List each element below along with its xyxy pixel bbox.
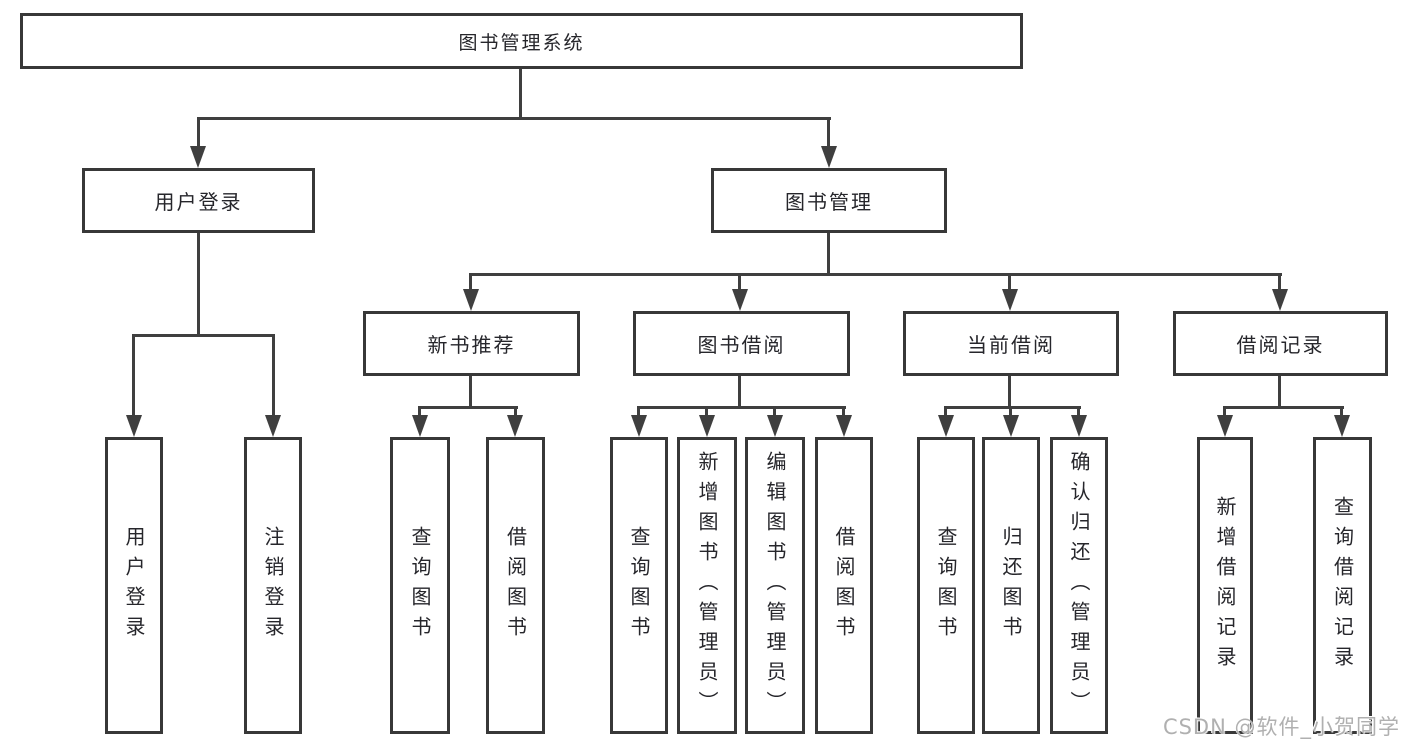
leaf-confirm-return-admin: 确认归还（管理员） xyxy=(1050,437,1108,734)
arrow-down-icon xyxy=(126,415,142,437)
leaf-user-login-label: 用户登录 xyxy=(122,525,146,646)
connector-line xyxy=(1009,406,1012,417)
connector-line xyxy=(1008,273,1011,291)
leaf-return-books-label: 归还图书 xyxy=(999,525,1023,646)
arrow-down-icon xyxy=(1002,289,1018,311)
connector-line xyxy=(197,232,200,336)
leaf-edit-books-admin: 编辑图书（管理员） xyxy=(745,437,805,734)
connector-line xyxy=(1278,273,1281,291)
leaf-query-books-3-label: 查询图书 xyxy=(934,525,958,646)
leaf-logout-label: 注销登录 xyxy=(261,525,285,646)
connector-line xyxy=(469,273,1282,276)
connector-line xyxy=(1223,406,1344,409)
leaf-user-login: 用户登录 xyxy=(105,437,163,734)
node-current-borrowing-label: 当前借阅 xyxy=(967,333,1055,357)
arrow-down-icon xyxy=(1217,415,1233,437)
connector-line xyxy=(944,406,947,417)
arrow-down-icon xyxy=(699,415,715,437)
connector-line xyxy=(272,334,275,417)
leaf-query-books-2: 查询图书 xyxy=(610,437,668,734)
leaf-add-borrow-record-label: 新增借阅记录 xyxy=(1213,495,1237,676)
leaf-add-borrow-record: 新增借阅记录 xyxy=(1197,437,1253,734)
arrow-down-icon xyxy=(412,415,428,437)
node-borrowing-records-label: 借阅记录 xyxy=(1236,333,1325,357)
connector-line xyxy=(469,273,472,291)
leaf-query-books-2-label: 查询图书 xyxy=(627,525,651,646)
leaf-logout: 注销登录 xyxy=(244,437,302,734)
arrow-down-icon xyxy=(507,415,523,437)
connector-line xyxy=(738,273,741,291)
node-current-borrowing: 当前借阅 xyxy=(903,311,1119,376)
connector-line xyxy=(418,406,421,417)
connector-line xyxy=(197,117,831,120)
arrow-down-icon xyxy=(938,415,954,437)
arrow-down-icon xyxy=(1071,415,1087,437)
connector-line xyxy=(469,376,472,408)
node-book-borrowing: 图书借阅 xyxy=(633,311,850,376)
node-user-login: 用户登录 xyxy=(82,168,315,233)
node-new-book-recommend-label: 新书推荐 xyxy=(427,333,516,357)
node-book-borrowing-label: 图书借阅 xyxy=(697,333,786,357)
connector-line xyxy=(773,406,776,417)
connector-line xyxy=(1278,376,1281,408)
node-new-book-recommend: 新书推荐 xyxy=(363,311,580,376)
connector-line xyxy=(1340,406,1343,417)
leaf-return-books: 归还图书 xyxy=(982,437,1040,734)
watermark: CSDN @软件_小贺同学 xyxy=(1162,715,1400,739)
connector-line xyxy=(1223,406,1226,417)
node-book-management: 图书管理 xyxy=(711,168,947,233)
leaf-borrow-books-1-label: 借阅图书 xyxy=(503,525,528,646)
arrow-down-icon xyxy=(631,415,647,437)
connector-line xyxy=(827,117,830,148)
connector-line xyxy=(132,334,275,337)
node-user-login-label: 用户登录 xyxy=(154,190,243,214)
arrow-down-icon xyxy=(265,415,281,437)
node-library-management-system-label: 图书管理系统 xyxy=(458,31,585,54)
arrow-down-icon xyxy=(821,146,837,168)
leaf-confirm-return-admin-label: 确认归还（管理员） xyxy=(1067,450,1091,721)
connector-line xyxy=(842,406,845,417)
leaf-borrow-books-1: 借阅图书 xyxy=(486,437,545,734)
connector-line xyxy=(944,406,1081,409)
leaf-query-books-3: 查询图书 xyxy=(917,437,975,734)
leaf-borrow-books-2: 借阅图书 xyxy=(815,437,873,734)
connector-line xyxy=(738,376,741,408)
arrow-down-icon xyxy=(732,289,748,311)
arrow-down-icon xyxy=(1272,289,1288,311)
arrow-down-icon xyxy=(190,146,206,168)
connector-line xyxy=(827,232,830,275)
connector-line xyxy=(514,406,517,417)
leaf-add-books-admin-label: 新增图书（管理员） xyxy=(695,450,719,721)
leaf-borrow-books-2-label: 借阅图书 xyxy=(832,525,856,646)
arrow-down-icon xyxy=(836,415,852,437)
arrow-down-icon xyxy=(463,289,479,311)
leaf-edit-books-admin-label: 编辑图书（管理员） xyxy=(763,450,787,721)
connector-line xyxy=(1008,376,1011,408)
connector-line xyxy=(418,406,518,409)
leaf-add-books-admin: 新增图书（管理员） xyxy=(677,437,737,734)
connector-line xyxy=(637,406,846,409)
connector-line xyxy=(132,334,135,417)
node-library-management-system: 图书管理系统 xyxy=(20,13,1023,69)
leaf-query-books-1: 查询图书 xyxy=(390,437,450,734)
connector-line xyxy=(637,406,640,417)
connector-line xyxy=(705,406,708,417)
node-borrowing-records: 借阅记录 xyxy=(1173,311,1388,376)
arrow-down-icon xyxy=(767,415,783,437)
arrow-down-icon xyxy=(1003,415,1019,437)
leaf-query-borrow-record-label: 查询借阅记录 xyxy=(1330,495,1355,676)
leaf-query-books-1-label: 查询图书 xyxy=(408,525,432,646)
connector-line xyxy=(519,68,522,120)
connector-line xyxy=(197,117,200,148)
connector-line xyxy=(1077,406,1080,417)
arrow-down-icon xyxy=(1334,415,1350,437)
node-book-management-label: 图书管理 xyxy=(785,190,873,214)
leaf-query-borrow-record: 查询借阅记录 xyxy=(1313,437,1372,734)
